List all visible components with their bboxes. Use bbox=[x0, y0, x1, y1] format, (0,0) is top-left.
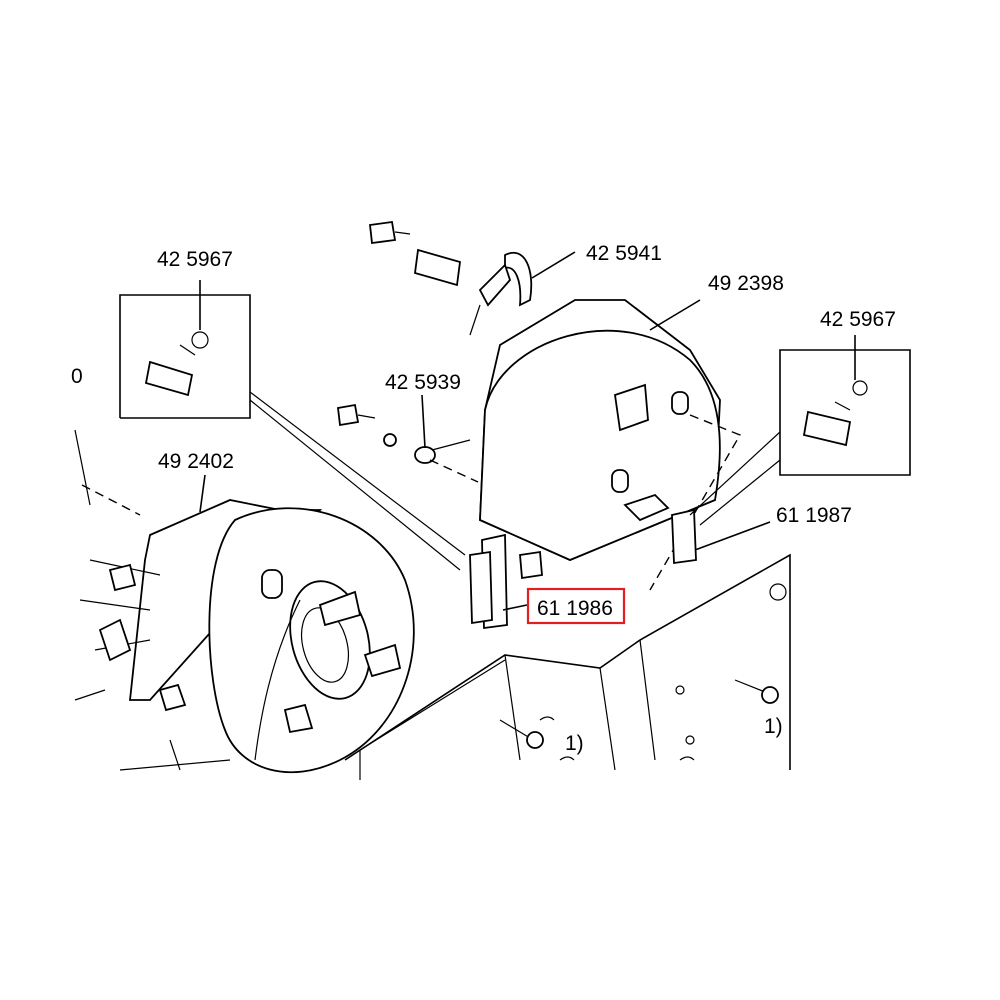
label-edge-fragment: 0 bbox=[71, 365, 83, 388]
label-terminal: 42 5939 bbox=[385, 371, 461, 394]
label-coil-left: 49 2402 bbox=[158, 450, 234, 473]
label-coil-right: 49 2398 bbox=[708, 272, 784, 295]
terminal-assembly bbox=[337, 403, 479, 483]
note-marker-right: 1) bbox=[764, 715, 783, 738]
clip-callout-right bbox=[689, 335, 911, 526]
label-connector: 42 5941 bbox=[586, 242, 662, 265]
sleeve-parts bbox=[469, 508, 697, 630]
label-sleeve-left: 61 1986 bbox=[537, 597, 613, 620]
clip-callout-left bbox=[119, 280, 466, 571]
label-clip-left: 42 5967 bbox=[157, 248, 233, 271]
highlight-box bbox=[526, 587, 626, 625]
screw-center bbox=[499, 719, 544, 749]
chassis-plate bbox=[344, 553, 791, 780]
leader-lines bbox=[199, 251, 771, 611]
connector-assembly bbox=[369, 220, 533, 336]
label-clip-right: 42 5967 bbox=[820, 308, 896, 331]
label-sleeve-right: 61 1987 bbox=[776, 504, 852, 527]
screw-right bbox=[734, 679, 779, 704]
right-coil-housing bbox=[479, 299, 742, 591]
note-marker-center: 1) bbox=[565, 732, 584, 755]
left-coil-housing bbox=[74, 429, 415, 774]
